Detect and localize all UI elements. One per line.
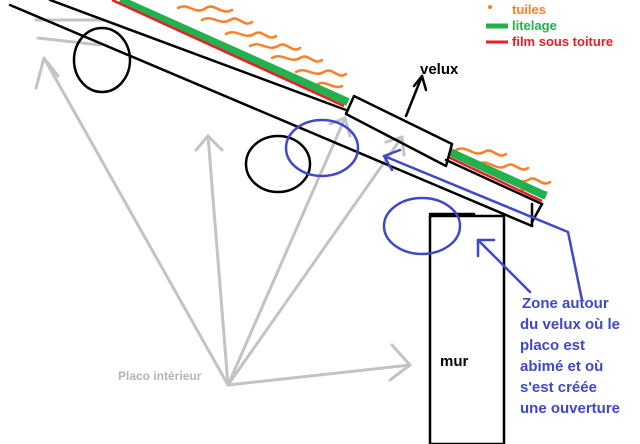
- annotation-arrow: [382, 154, 584, 302]
- batten-strip: [118, 0, 350, 106]
- annotation-arrow: [476, 238, 532, 294]
- labels: tuiles litelage film sous toiture velux …: [118, 2, 620, 417]
- roof-bottom-line: [8, 3, 534, 228]
- tile-squiggle: [248, 43, 302, 51]
- annotation-line: Zone autour: [522, 295, 609, 312]
- roof-circle: [72, 26, 132, 94]
- annotation-arrow-head: [476, 238, 496, 258]
- roof-top-line-right: [444, 158, 544, 206]
- annotation-marks: [284, 118, 584, 302]
- annotation-arrow-head: [382, 148, 402, 172]
- tile-squiggle: [294, 69, 348, 77]
- tile-squiggle: [176, 5, 234, 13]
- legend-tuiles: tuiles: [512, 2, 546, 17]
- placo-arrow: [36, 36, 102, 47]
- placo-arrow: [226, 363, 412, 387]
- placo-arrow: [42, 56, 230, 387]
- placo-arrow: [226, 135, 404, 387]
- legend-swatch: [488, 5, 492, 9]
- placo-arrow-head: [384, 135, 406, 157]
- velux-arrow-head: [412, 74, 424, 88]
- tile-squiggle: [476, 161, 530, 171]
- damage-zone-circle: [382, 196, 462, 256]
- tile-squiggle: [316, 81, 344, 89]
- velux-window: [344, 94, 454, 168]
- legend-film: film sous toiture: [512, 34, 613, 49]
- legend-litelage: litelage: [512, 18, 557, 33]
- placo-arrows: [34, 18, 412, 387]
- film-strip: [111, 0, 345, 108]
- annotation-line: du velux où le: [520, 316, 620, 333]
- mur-label: mur: [440, 353, 469, 370]
- annotation-line: une ouverture: [520, 400, 620, 417]
- annotation-line: placo est: [520, 337, 585, 354]
- roof-top-line-left: [48, 0, 348, 112]
- batten-strip: [448, 148, 548, 200]
- damage-zone-circle: [284, 118, 360, 178]
- roof-structure: [8, 0, 544, 444]
- velux-label: velux: [420, 61, 459, 78]
- annotation-line: s'est créée: [520, 379, 597, 396]
- tile-squiggle: [224, 31, 278, 39]
- film-strip: [447, 155, 543, 203]
- placo-arrow-head: [34, 56, 60, 90]
- placo-arrow: [206, 134, 230, 387]
- placo-label: Placo intérieur: [118, 369, 202, 383]
- underlay-film: [111, 0, 543, 203]
- roof-circle: [244, 134, 312, 194]
- placo-arrow-head: [388, 343, 412, 382]
- tile-squiggle: [270, 55, 324, 63]
- placo-arrow: [226, 116, 347, 387]
- wall: [428, 214, 506, 444]
- tile-squiggle: [454, 147, 508, 157]
- battens: [118, 0, 548, 200]
- placo-arrow-head: [194, 134, 224, 152]
- tile-squiggle: [200, 17, 254, 25]
- annotation-line: abimé et où: [520, 358, 603, 375]
